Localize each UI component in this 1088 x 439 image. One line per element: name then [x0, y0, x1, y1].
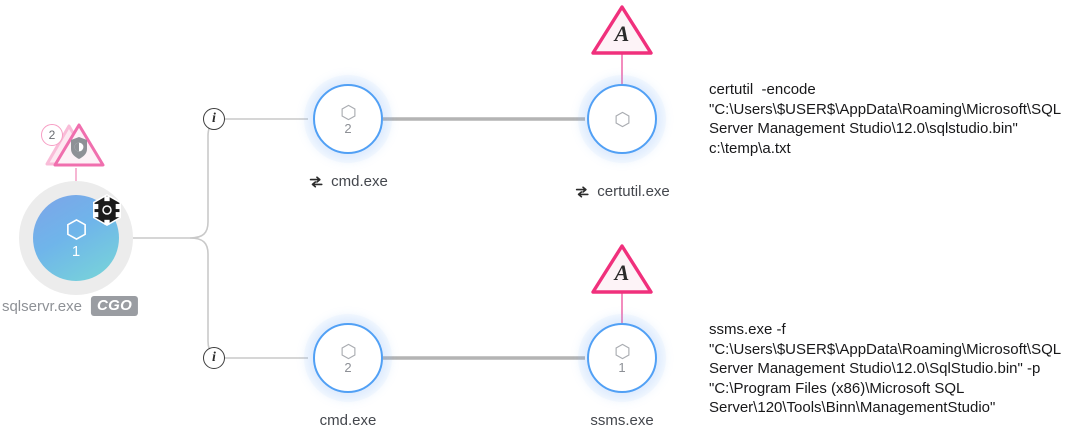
process-node-label-certutil: certutil.exe [574, 183, 670, 200]
hexagon-icon [340, 104, 357, 121]
process-node-label-cmd-bottom: cmd.exe [320, 412, 377, 429]
process-node-label-ssms: ssms.exe [590, 412, 653, 429]
root-node-count: 1 [71, 242, 81, 260]
container-cube-icon [90, 193, 124, 227]
process-node-circle[interactable]: 1 [587, 323, 657, 393]
root-severity-count: 2 [41, 124, 63, 146]
root-node-label: sqlservr.exe CGO [1, 296, 139, 316]
alert-triangle-ssms[interactable]: A [589, 242, 655, 296]
process-node-circle[interactable]: 2 [313, 84, 383, 154]
process-node-count: 1 [618, 359, 626, 375]
hexagon-icon [340, 343, 357, 360]
alert-triangle-certutil[interactable]: A [589, 3, 655, 57]
command-line-bottom: ssms.exe -f "C:\Users\$USER$\AppData\Roa… [709, 321, 1062, 416]
alert-letter: A [614, 21, 630, 46]
info-icon[interactable]: i [203, 347, 225, 369]
process-name: certutil.exe [597, 183, 670, 200]
process-node-label-cmd-top: cmd.exe [308, 173, 388, 190]
hexagon-icon [65, 218, 88, 241]
info-icon[interactable]: i [203, 108, 225, 130]
process-name: cmd.exe [331, 173, 388, 190]
root-tag-badge: CGO [90, 296, 139, 316]
command-line-top: certutil -encode "C:\Users\$USER$\AppDat… [709, 81, 1062, 157]
process-name: cmd.exe [319, 412, 377, 429]
swap-arrows-icon [308, 174, 324, 190]
swap-arrows-icon [574, 184, 590, 200]
process-node-circle[interactable]: 2 [313, 323, 383, 393]
process-node-count: 2 [344, 359, 352, 375]
root-process-name: sqlservr.exe [1, 297, 82, 315]
root-severity-badge[interactable]: 2 [39, 120, 113, 170]
hexagon-icon [614, 343, 631, 360]
hexagon-icon [614, 111, 631, 128]
process-name: ssms.exe [590, 412, 654, 429]
process-node-circle[interactable] [587, 84, 657, 154]
process-node-count: 2 [344, 120, 352, 136]
alert-letter: A [614, 260, 630, 285]
